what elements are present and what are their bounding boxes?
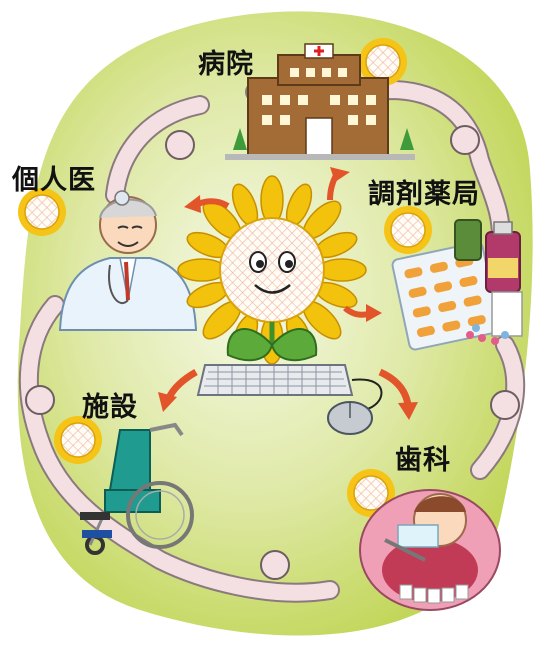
facility-sun-badge [54, 416, 102, 464]
arrow-to-clinic [184, 195, 230, 213]
hospital-building [225, 43, 415, 160]
dental-illustration [359, 489, 501, 611]
handshake-ring [18, 79, 526, 603]
label-clinic: 個人医 [12, 165, 96, 196]
mouse-illustration [327, 378, 383, 435]
wheelchair-illustration [80, 422, 194, 555]
arrow-to-pharmacy [343, 304, 382, 322]
hospital-sun-badge [359, 38, 407, 86]
pharmacy-illustration [391, 219, 523, 351]
arrow-to-dental [378, 368, 418, 420]
sunflower-mascot [177, 175, 367, 365]
arrow-to-facility [158, 368, 198, 412]
label-pharmacy: 調剤薬局 [368, 179, 480, 210]
label-facility: 施設 [82, 392, 138, 423]
arrows [158, 167, 418, 420]
clinic-sun-badge [18, 188, 66, 236]
label-hospital: 病院 [198, 49, 254, 80]
arrow-to-hospital [327, 167, 350, 201]
pharmacy-sun-badge [384, 206, 432, 254]
doctor-illustration [58, 190, 198, 331]
keyboard-illustration [196, 364, 354, 396]
label-dental: 歯科 [395, 445, 451, 476]
